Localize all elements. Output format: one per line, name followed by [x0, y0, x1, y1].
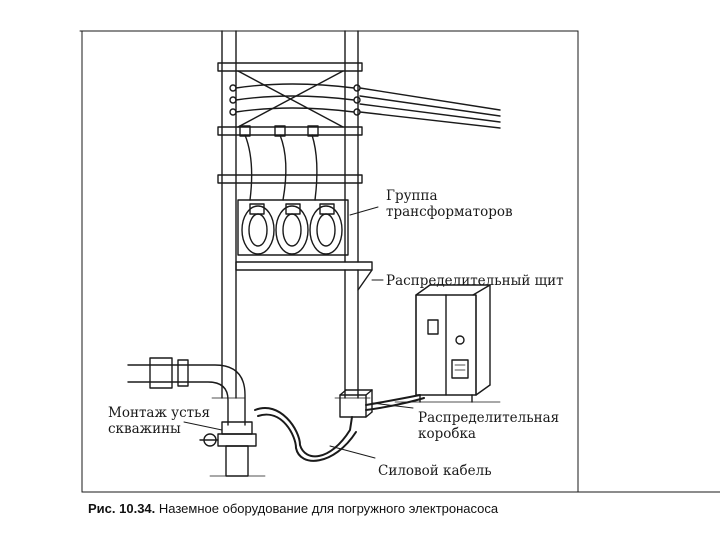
wellhead-mount-label: Монтаж устья скважины	[108, 405, 210, 437]
caption-text: Наземное оборудование для погружного эле…	[158, 501, 499, 516]
wellhead-mount-label-line2: скважины	[108, 421, 181, 437]
wellhead	[127, 357, 266, 477]
distribution-panel	[394, 284, 501, 403]
transformer-group-label: Группа трансформаторов	[386, 188, 513, 220]
junction-box-label-line1: Распределительная	[418, 410, 560, 426]
transformer-group-label-line2: трансформаторов	[386, 204, 513, 220]
power-cable-label: Силовой кабель	[378, 463, 492, 479]
overhead-lines	[229, 83, 501, 201]
utility-pole	[217, 30, 363, 399]
figure-frame	[79, 30, 720, 493]
junction-box-label-line2: коробка	[418, 426, 476, 442]
figure-number: Рис. 10.34.	[88, 501, 156, 516]
transformer-group	[237, 199, 349, 256]
distribution-panel-label: Распределительный щит	[386, 273, 564, 289]
transformer-group-label-line1: Группа	[386, 188, 438, 204]
power-cable	[254, 394, 425, 462]
label-leaders	[183, 279, 414, 459]
junction-box-label: Распределительная коробка	[418, 410, 559, 442]
figure-caption: Рис. 10.34. Наземное оборудование для по…	[88, 501, 498, 516]
transformer-leader	[349, 206, 379, 216]
wellhead-mount-label-line1: Монтаж устья	[108, 405, 211, 421]
